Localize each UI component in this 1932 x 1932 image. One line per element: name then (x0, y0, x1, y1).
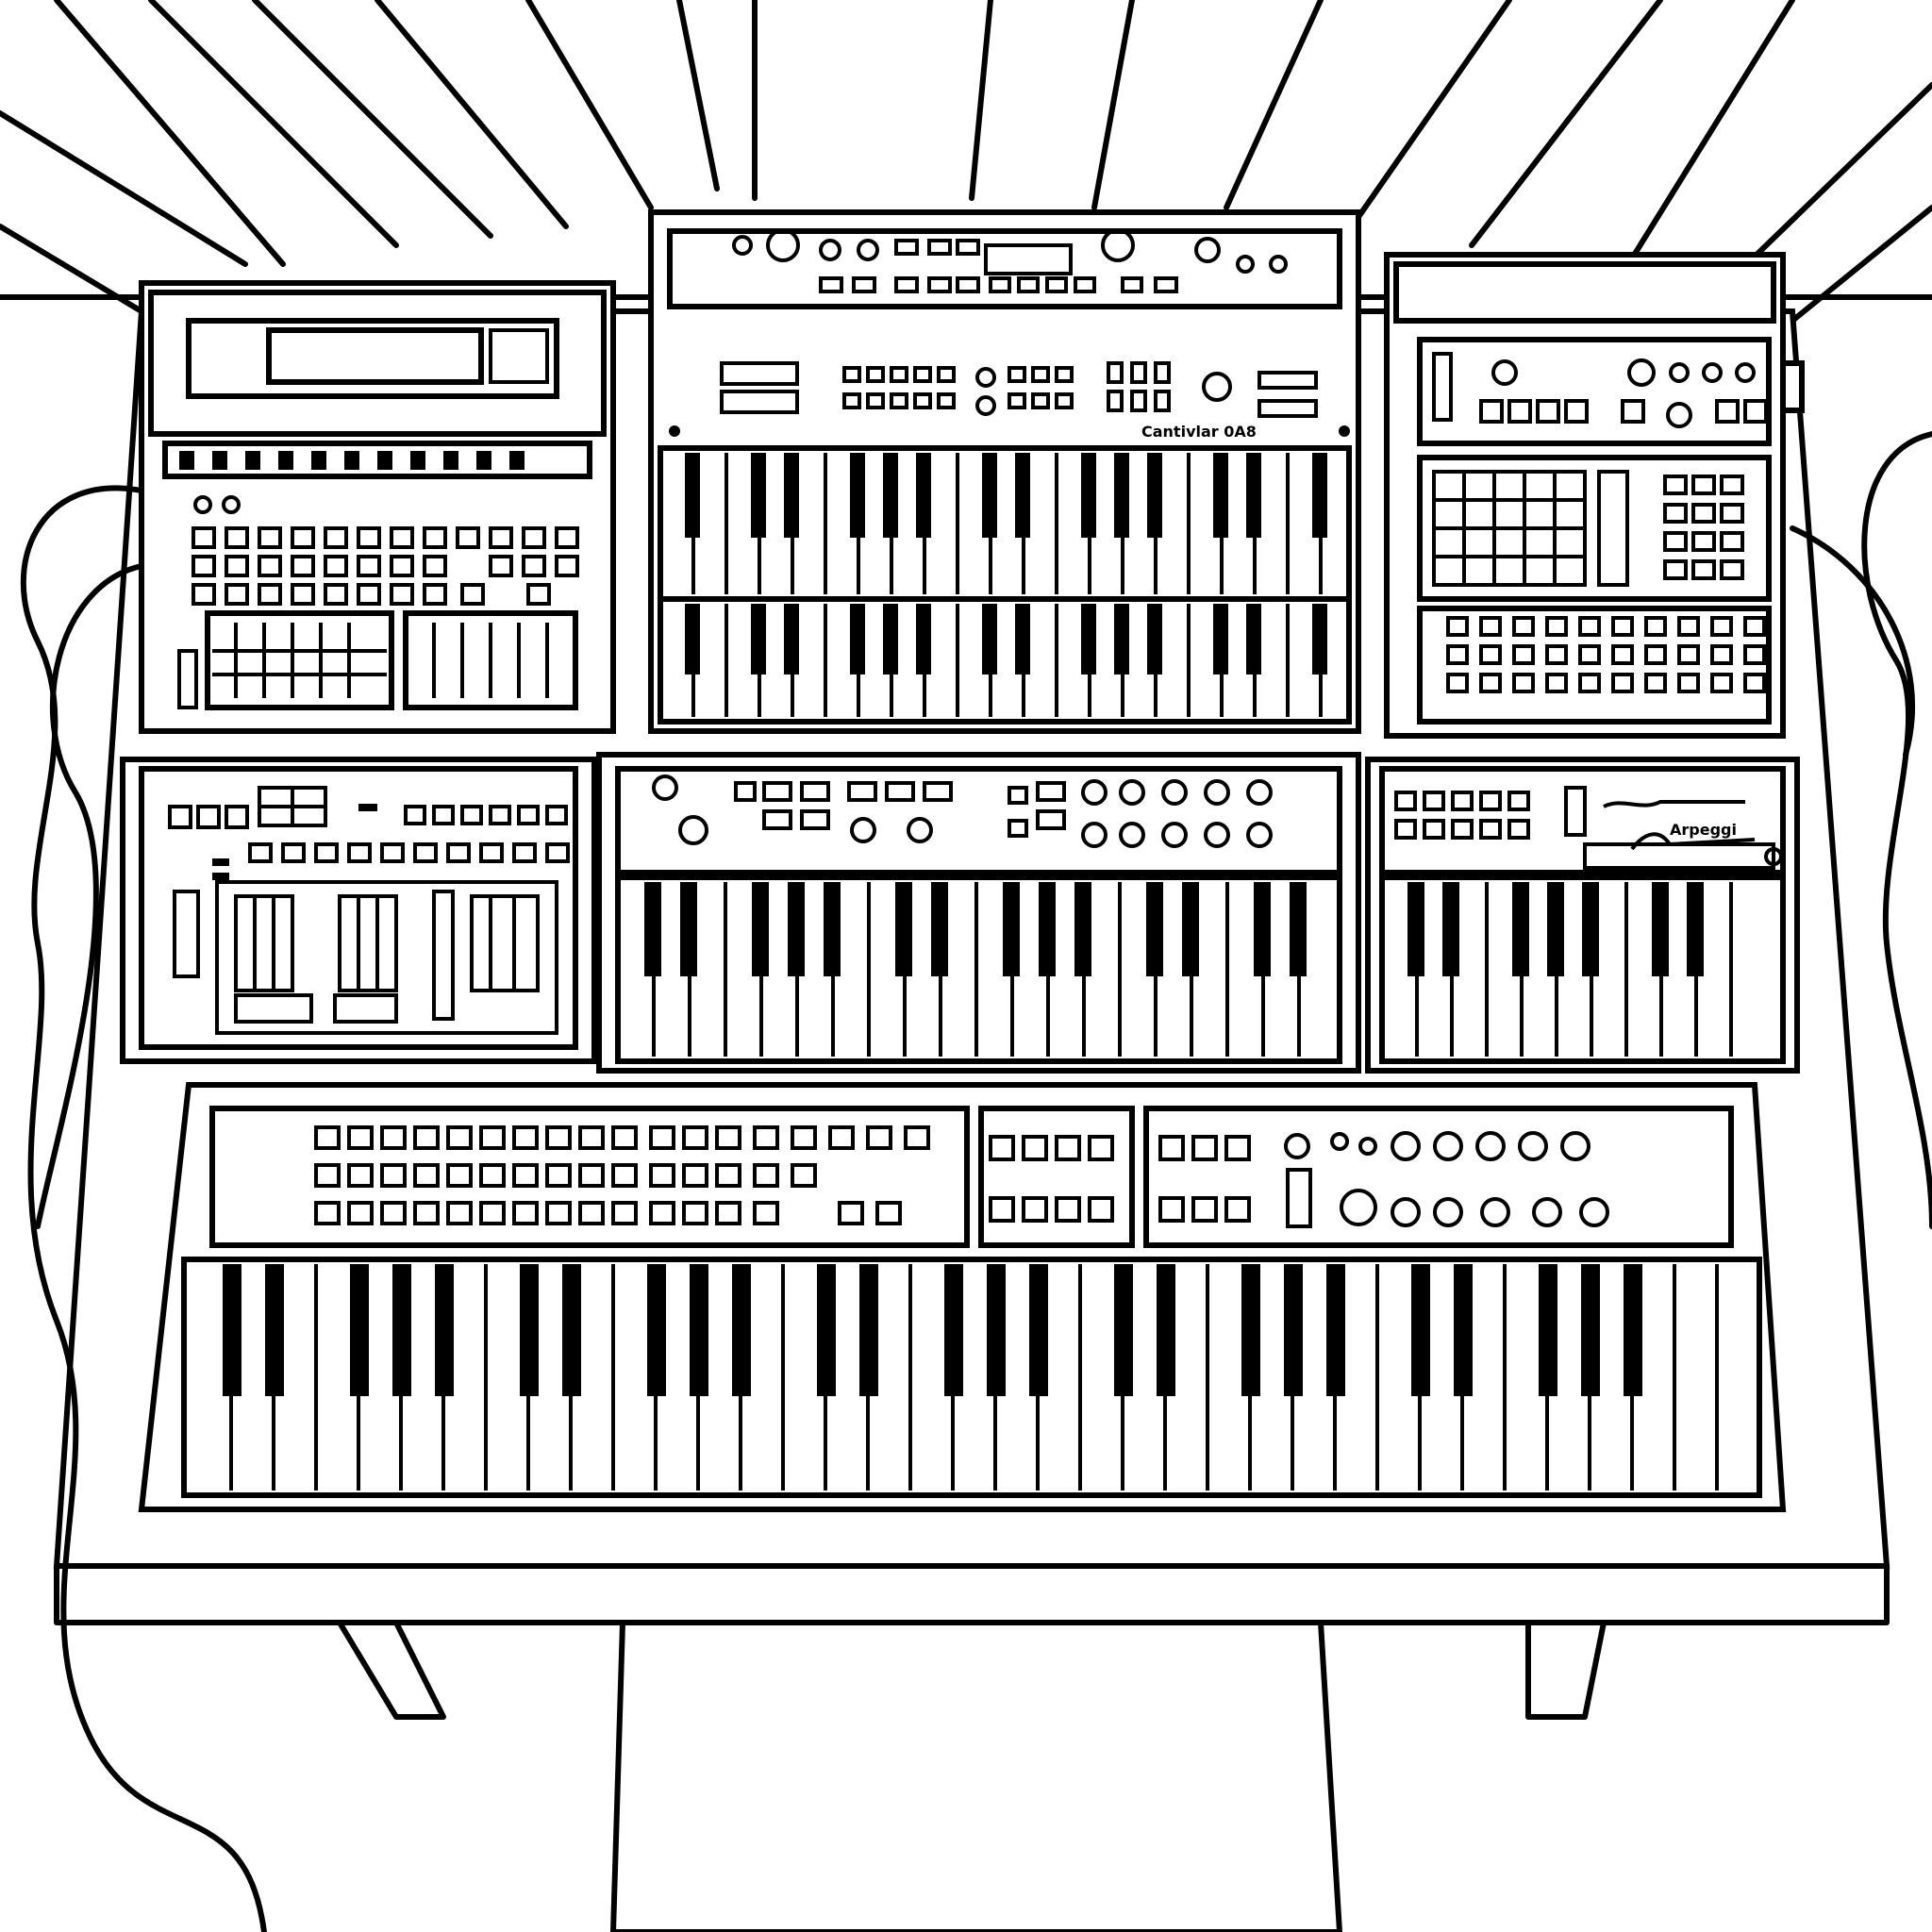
main-keys (181, 1257, 1762, 1498)
synth-panel (615, 766, 1342, 875)
device-brand-label: Cantivlar 0A8 (1141, 423, 1257, 441)
control-section (1417, 337, 1772, 446)
lcd (266, 327, 484, 385)
mid-pads (978, 1106, 1135, 1248)
mid-right-keyboard: Arpeggi (1365, 757, 1800, 1074)
cables (20, 431, 1932, 1932)
top-center-keyboard: Cantivlar 0A8 (648, 209, 1361, 734)
mid-left-module (120, 757, 597, 1064)
top-left-module (139, 280, 616, 734)
top-right-sampler (1384, 252, 1805, 739)
lower-manual (658, 596, 1352, 724)
keys (615, 874, 1342, 1064)
bottom-main-keyboard (138, 1082, 1787, 1512)
device-script-label: Arpeggi (1670, 821, 1737, 839)
lcd (984, 243, 1073, 275)
knob-section (1143, 1106, 1734, 1248)
mid-center-keyboard (596, 752, 1361, 1074)
stool (609, 1620, 1343, 1932)
pad-grid (205, 610, 394, 710)
